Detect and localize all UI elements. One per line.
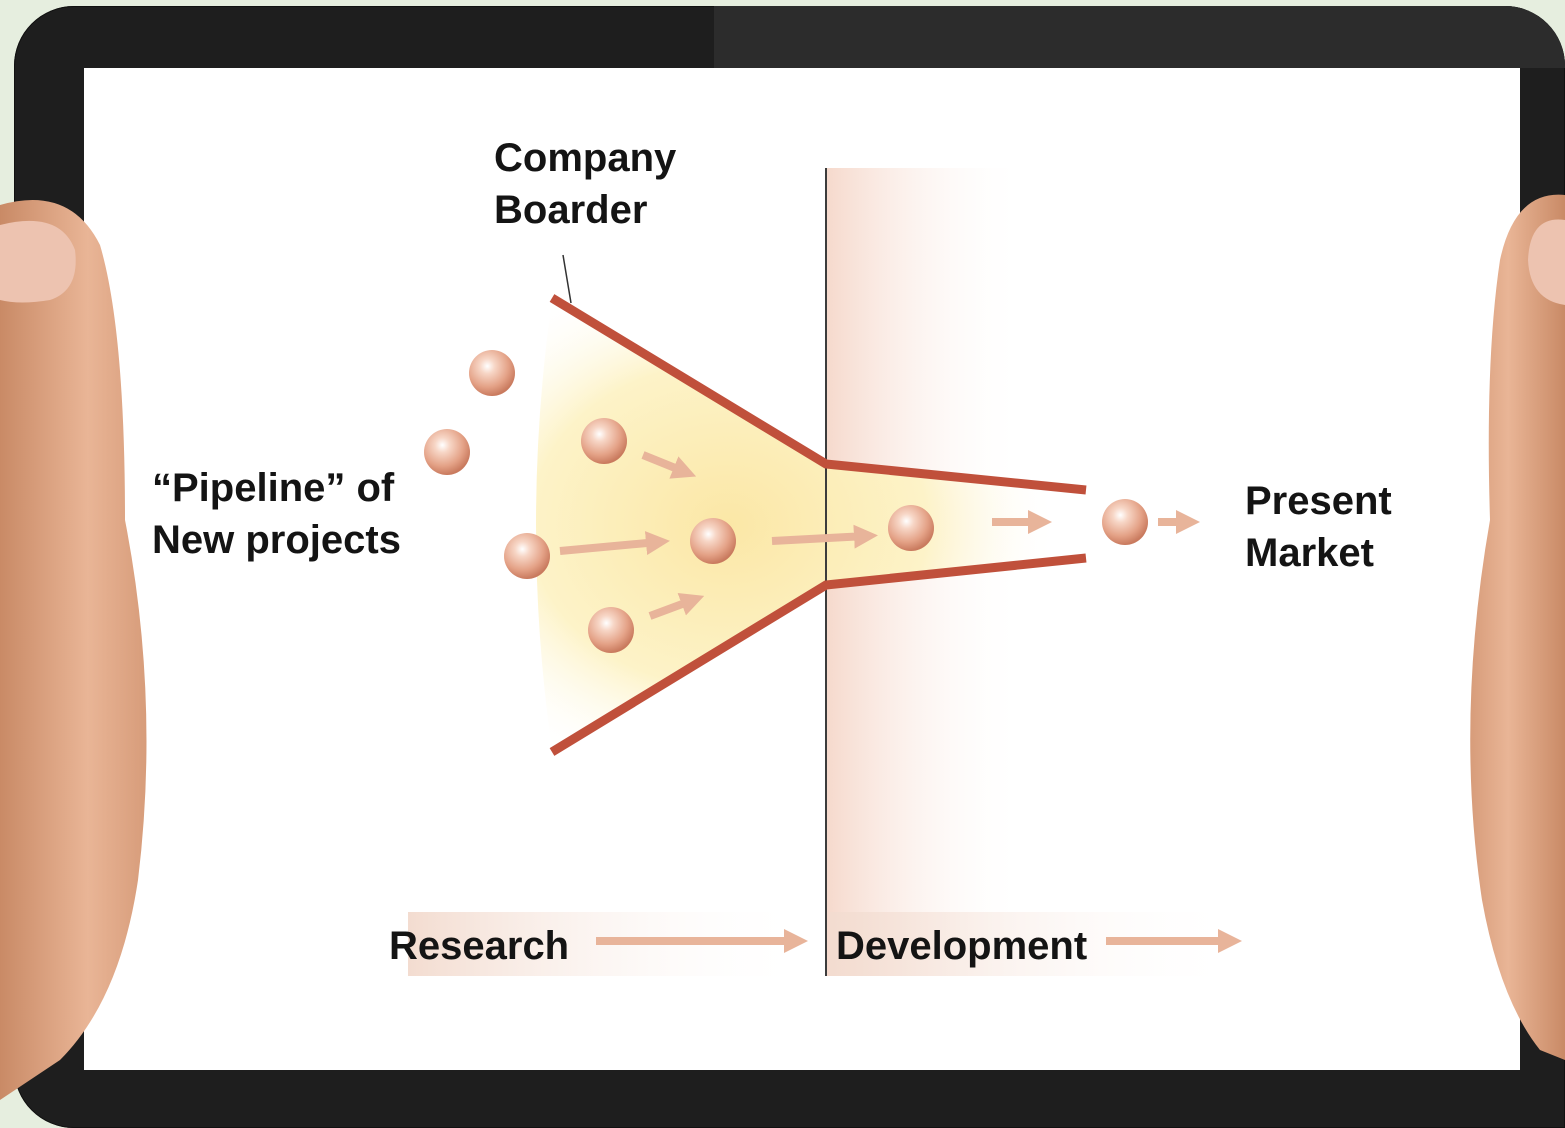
tablet-gloss	[714, 6, 1565, 68]
project-ball	[690, 518, 736, 564]
project-ball	[588, 607, 634, 653]
development-phase-label: Development	[836, 924, 1088, 968]
flow-arrow	[641, 451, 697, 479]
project-ball	[888, 505, 934, 551]
market-label-line1: Present	[1245, 479, 1392, 523]
funnel-wall-top	[549, 294, 1087, 495]
funnel-fill	[536, 300, 1086, 750]
present-market-label: Present Market	[1245, 475, 1392, 579]
project-ball	[581, 418, 627, 464]
boundary-label-line2: Boarder	[494, 188, 648, 232]
project-ball	[504, 533, 550, 579]
pipeline-label: “Pipeline” of New projects	[152, 462, 401, 566]
boundary-label-line1: Company	[494, 136, 677, 180]
flow-arrow	[559, 531, 670, 556]
flow-arrow	[771, 524, 878, 549]
market-label-line2: Market	[1245, 531, 1374, 575]
pipeline-label-line1: “Pipeline” of	[152, 466, 395, 510]
company-boundary-label: Company Boarder	[494, 132, 676, 236]
research-phase-label: Research	[389, 924, 570, 968]
funnel-wall-bottom	[549, 553, 1087, 756]
boundary-leader-line	[562, 254, 572, 304]
project-ball	[424, 429, 470, 475]
flow-arrow	[648, 592, 705, 620]
pipeline-label-line2: New projects	[152, 518, 401, 562]
project-ball	[469, 350, 515, 396]
project-ball	[1102, 499, 1148, 545]
